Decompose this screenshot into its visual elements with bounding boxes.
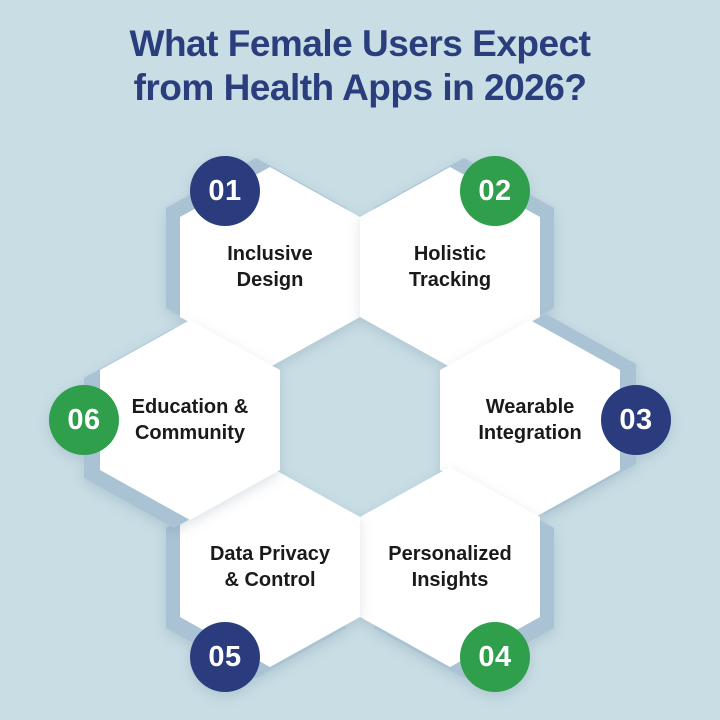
title-line-2: from Health Apps in 2026? [133,66,587,108]
hex-label: Inclusive Design [227,242,313,291]
hex-label: Holistic Tracking [408,242,492,291]
badge-number: 01 [208,174,242,207]
number-badge: 03 [601,385,671,455]
hex-item-01-inclusive-design: Inclusive Design 01 [166,156,360,367]
hex-item-04-personalized-insights: Personalized Insights 04 [360,467,554,692]
hex-label: Education & Community [131,395,249,444]
hexagon [100,320,280,520]
hex-item-06-education-community: Education & Community 06 [49,320,280,528]
badge-number: 04 [478,640,512,673]
number-badge: 05 [190,622,260,692]
number-badge: 04 [460,622,530,692]
hex-label: Data Privacy & Control [209,542,331,591]
number-badge: 02 [460,156,530,226]
badge-number: 06 [67,403,101,436]
hex-label: Wearable Integration [478,395,582,444]
badge-number: 05 [208,640,242,673]
number-badge: 06 [49,385,119,455]
number-badge: 01 [190,156,260,226]
title-line-1: What Female Users Expect [129,23,591,64]
badge-number: 02 [478,174,512,207]
hex-label: Personalized Insights [388,542,512,591]
hex-item-03-wearable-integration: Wearable Integration 03 [440,314,671,520]
badge-number: 03 [619,403,653,436]
